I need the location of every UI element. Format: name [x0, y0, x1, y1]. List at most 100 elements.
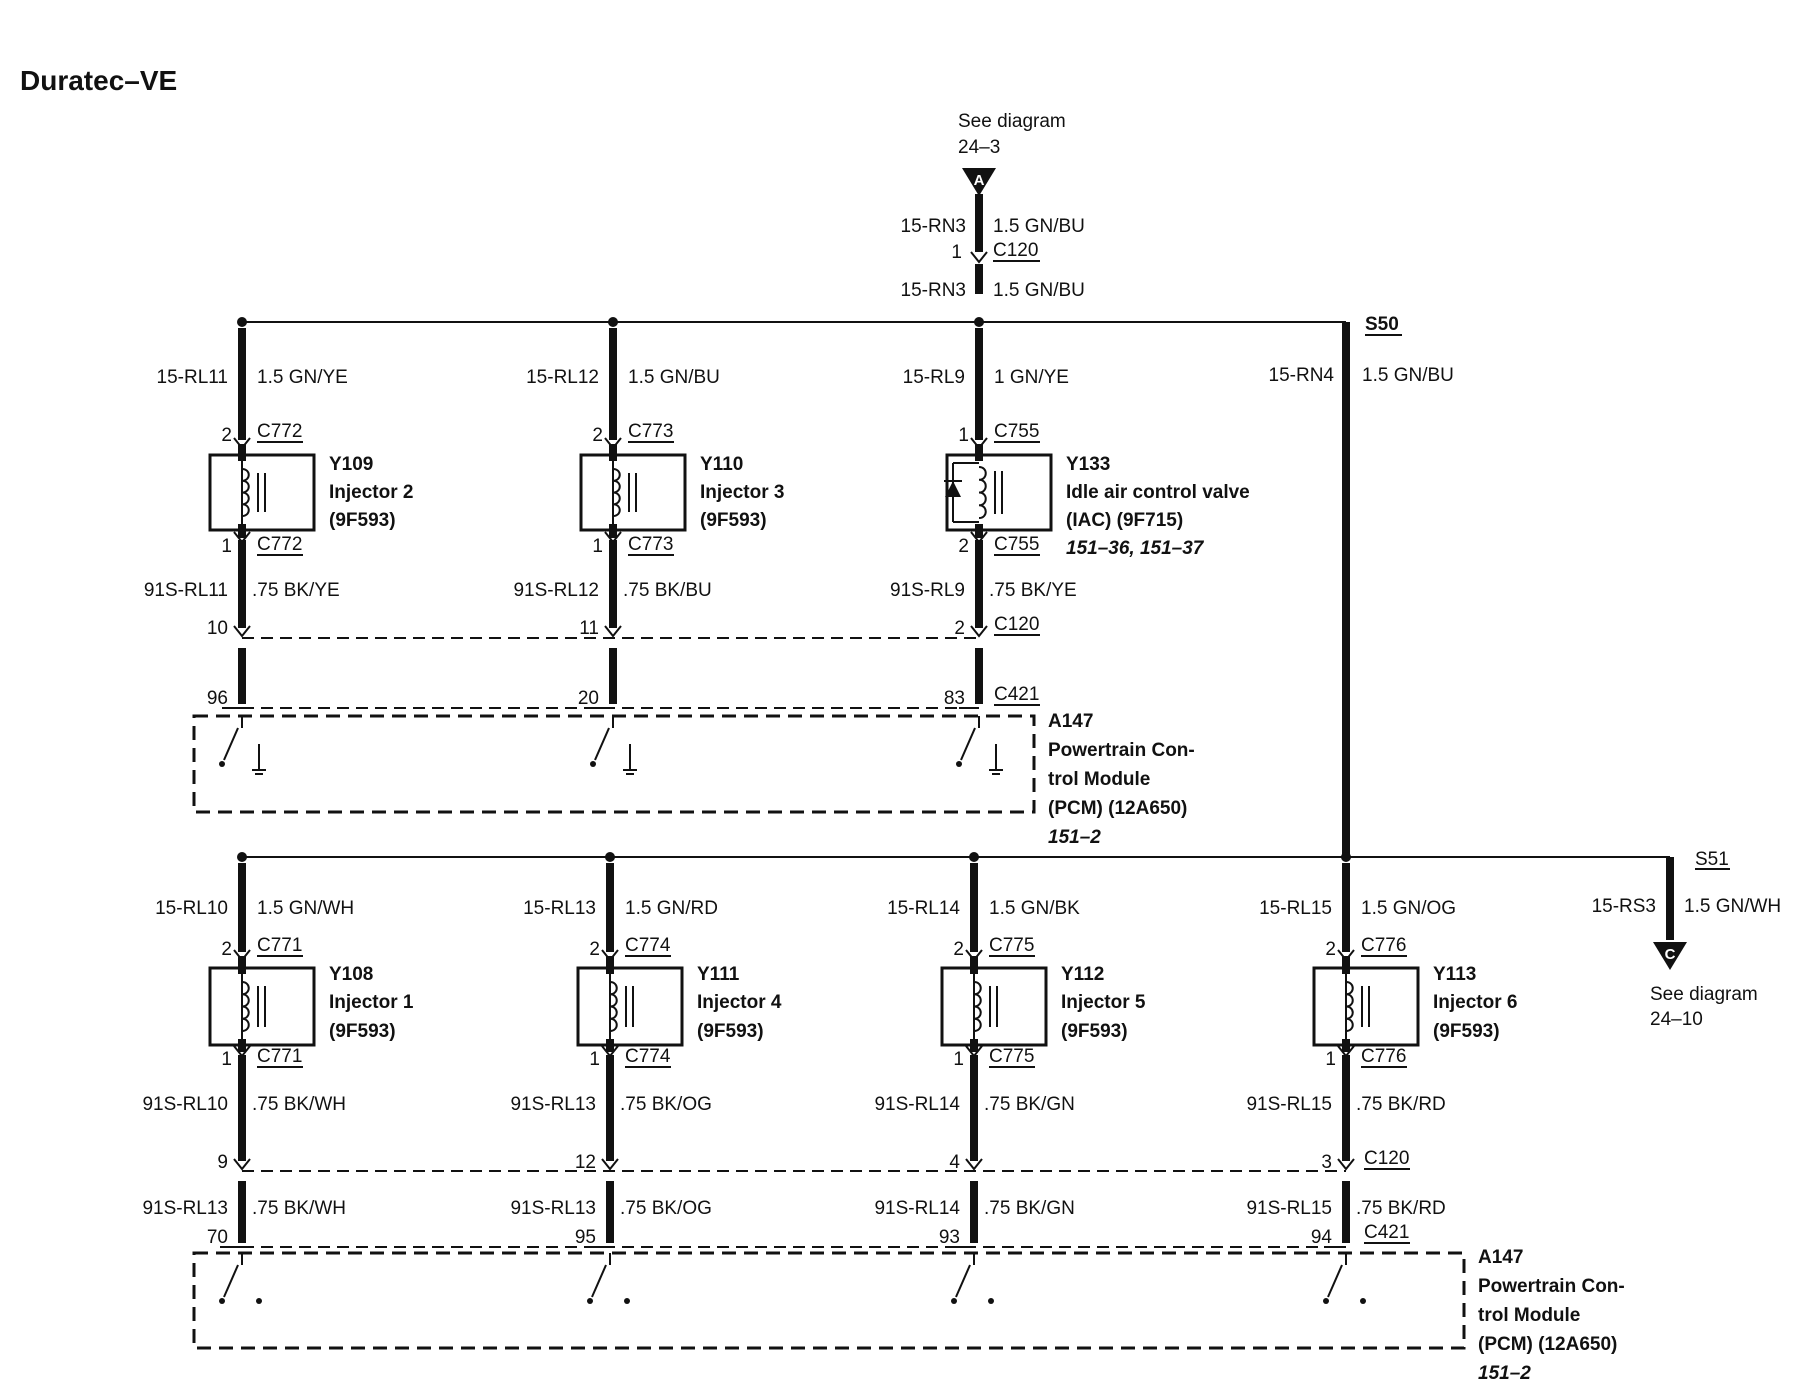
switch-pivot [956, 761, 962, 767]
switch-contact [955, 1264, 971, 1298]
supply-circuit: 15-RL11 [157, 367, 228, 388]
coil-icon [978, 466, 1003, 519]
top-pin: 1 [958, 425, 969, 446]
top-connector: C771 [257, 935, 302, 956]
coil-winding [612, 468, 621, 517]
bottom-connector: C773 [628, 534, 673, 555]
bottom-pin: 1 [1325, 1049, 1336, 1070]
component-ref: 151–36, 151–37 [1066, 538, 1205, 559]
coil-winding [978, 466, 987, 519]
coil-icon [973, 981, 998, 1032]
return-wire-label: .75 BK/YE [989, 580, 1077, 601]
supply-wire-label: 1.5 GN/RD [625, 898, 718, 919]
bus-junction [237, 852, 247, 862]
coil-icon [1345, 981, 1370, 1032]
c421-pin: 93 [939, 1227, 960, 1248]
bus-junction [1341, 852, 1351, 862]
bus-junction [969, 852, 979, 862]
bottom-connector: C776 [1361, 1046, 1406, 1067]
component-part: (9F593) [700, 510, 767, 531]
component-part: (9F593) [697, 1021, 764, 1042]
component-box [1312, 966, 1420, 1047]
bus-junction [974, 317, 984, 327]
c120-pin: 12 [575, 1152, 596, 1173]
switch-terminal [256, 1298, 262, 1304]
top-pin: 2 [221, 939, 232, 960]
c120-mark [604, 625, 622, 638]
component-id: Y112 [1061, 964, 1104, 985]
pcm-circuit: 91S-RL15 [1246, 1198, 1332, 1219]
feed-connector: C120 [993, 240, 1038, 261]
ref-top: See diagram 24–3 A [958, 111, 1066, 196]
pcm-circuit: 91S-RL13 [510, 1198, 596, 1219]
pcm-lower-box [192, 1251, 1466, 1350]
coil-winding [241, 981, 250, 1032]
c421-pin: 96 [207, 688, 228, 709]
coil-icon [241, 468, 266, 517]
top-connector: C755 [994, 421, 1039, 442]
ref-right-arrow [1653, 942, 1687, 970]
coil-icon [241, 981, 266, 1032]
pcm-lower-l2: trol Module [1478, 1305, 1580, 1326]
c421-label: C421 [1364, 1222, 1409, 1243]
return-wire-label: .75 BK/WH [252, 1094, 346, 1115]
switch-contact [223, 727, 239, 761]
bottom-pin: 1 [953, 1049, 964, 1070]
top-pin: 2 [592, 425, 603, 446]
component-part: (9F593) [329, 1021, 396, 1042]
top-pin: 2 [589, 939, 600, 960]
component-id: Y109 [329, 454, 373, 475]
pcm-lower-ref: 151–2 [1478, 1363, 1531, 1384]
switch-terminal [988, 1298, 994, 1304]
feed-lower-circuit: 15-RN3 [901, 280, 966, 301]
return-circuit: 91S-RL9 [890, 580, 965, 601]
pcm-upper-l2: trol Module [1048, 769, 1150, 790]
pcm-switch [219, 1253, 262, 1304]
ref-top-letter: A [974, 172, 985, 189]
pcm-lower-id: A147 [1478, 1247, 1523, 1268]
supply-circuit: 15-RL15 [1259, 898, 1332, 919]
pcm-upper-box [192, 714, 1036, 814]
pcm-upper-label: A147 Powertrain Con- trol Module (PCM) (… [1048, 711, 1195, 848]
component-id: Y110 [700, 454, 743, 475]
supply-wire-label: 1.5 GN/WH [257, 898, 354, 919]
component-box [208, 453, 316, 532]
component-part: (IAC) (9F715) [1066, 510, 1183, 531]
c421-pin: 83 [944, 688, 965, 709]
switch-contact [223, 1264, 239, 1298]
rs3-circuit: 15-RS3 [1592, 896, 1656, 917]
rn4-wire-label: 1.5 GN/BU [1362, 365, 1454, 386]
component-name: Idle air control valve [1066, 482, 1250, 503]
supply-circuit: 15-RL9 [903, 367, 965, 388]
switch-pivot [587, 1298, 593, 1304]
pcm-switch-ground [956, 716, 1003, 775]
c120-pin: 2 [954, 618, 965, 639]
ref-top-line1: See diagram [958, 111, 1066, 132]
switch-pivot [951, 1298, 957, 1304]
bottom-pin-mark [970, 531, 988, 544]
ref-right-letter: C [1665, 946, 1676, 963]
pcm-circuit: 91S-RL14 [874, 1198, 960, 1219]
switch-contact [1327, 1264, 1343, 1298]
c120-pin: 3 [1321, 1152, 1332, 1173]
component-part: (9F593) [1061, 1021, 1128, 1042]
bottom-pin-mark [601, 1045, 619, 1058]
bottom-pin-mark [233, 531, 251, 544]
component-name: Injector 6 [1433, 992, 1517, 1013]
ref-right-line2: 24–10 [1650, 1009, 1703, 1030]
bottom-connector: C774 [625, 1046, 671, 1067]
c421-pin: 95 [575, 1227, 596, 1248]
bottom-pin-mark [604, 531, 622, 544]
return-circuit: 91S-RL11 [144, 580, 228, 601]
switch-pivot [219, 1298, 225, 1304]
c120-mark [1337, 1158, 1355, 1171]
bottom-pin: 1 [221, 536, 232, 557]
pcm-wire-label: .75 BK/WH [252, 1198, 346, 1219]
bottom-connector: C772 [257, 534, 302, 555]
c421-label: C421 [994, 684, 1039, 705]
coil-icon [609, 981, 634, 1032]
